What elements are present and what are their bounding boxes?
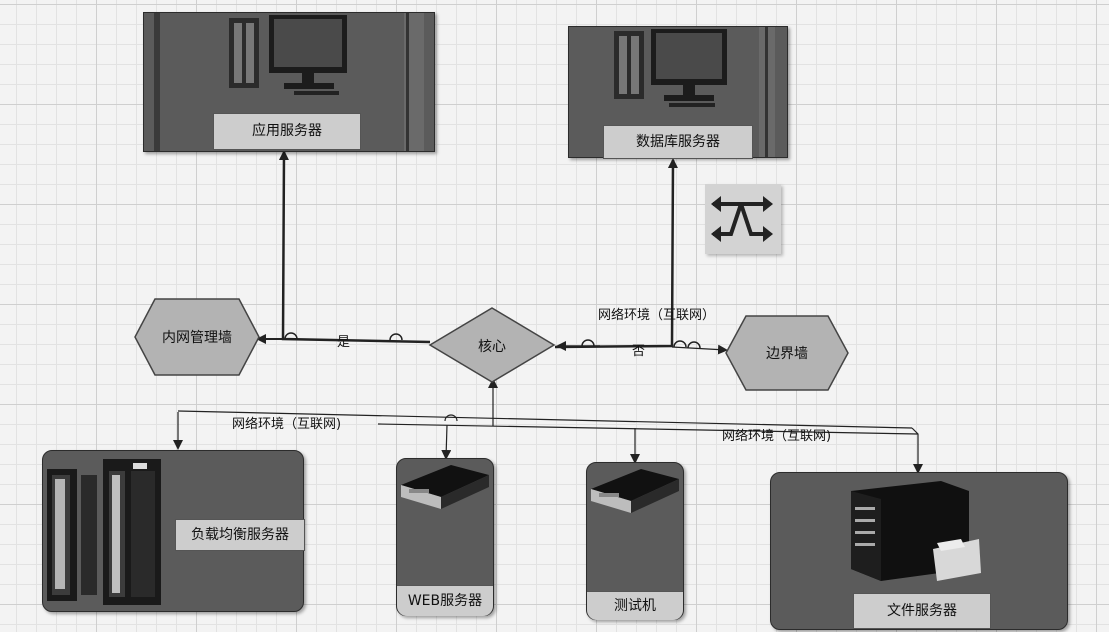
test-machine-node[interactable]: 测试机	[586, 462, 684, 620]
db-server-node[interactable]: 数据库服务器	[568, 26, 788, 159]
border-firewall-shape[interactable]	[724, 314, 850, 392]
intranet-firewall-shape[interactable]	[133, 297, 261, 377]
core-shape[interactable]	[428, 306, 556, 384]
tower-server-icon	[851, 481, 981, 581]
web-server-node[interactable]: WEB服务器	[396, 458, 494, 616]
load-balancer-node[interactable]: 负载均衡服务器	[42, 450, 305, 612]
intranet-firewall-label: 内网管理墙	[162, 330, 232, 346]
web-server-label: WEB服务器	[397, 585, 493, 616]
desktop-computer-icon	[154, 13, 424, 151]
file-server-label: 文件服务器	[853, 593, 991, 629]
desktop-computer-icon	[614, 27, 775, 157]
load-balancer-label: 负载均衡服务器	[175, 519, 305, 551]
edge-label-no: 否	[632, 344, 646, 359]
file-server-node[interactable]: 文件服务器	[770, 472, 1068, 630]
edge-core-to-border	[671, 344, 728, 355]
edge-core-to-app	[278, 150, 431, 344]
db-server-label: 数据库服务器	[603, 125, 753, 159]
test-machine-label: 测试机	[587, 591, 683, 620]
edge-label-network-left: 网络环境（互联网)	[232, 417, 342, 432]
border-firewall-label: 边界墙	[766, 346, 808, 362]
rack-server-icon	[47, 459, 161, 605]
core-label: 核心	[478, 339, 506, 355]
edge-label-network-right: 网络环境（互联网)	[722, 429, 832, 444]
rack-server-icon	[591, 469, 679, 513]
edge-label-network-top: 网络环境（互联网）	[598, 308, 716, 323]
rack-server-icon	[401, 465, 489, 509]
app-server-label: 应用服务器	[213, 113, 361, 150]
switch-icon[interactable]	[705, 184, 781, 254]
app-server-node[interactable]: 应用服务器	[143, 12, 435, 152]
edge-label-yes: 是	[337, 335, 351, 350]
